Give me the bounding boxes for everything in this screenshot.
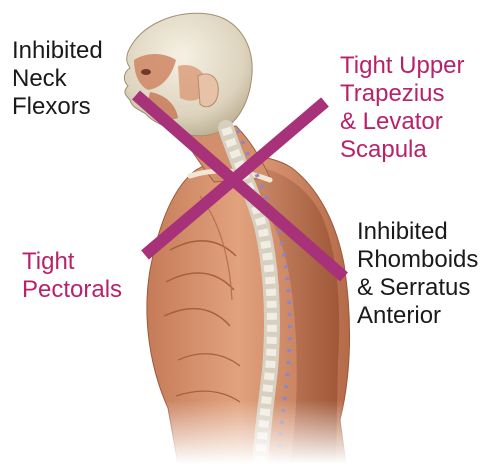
label-line: & Levator <box>340 108 465 136</box>
label-inhibited-neck-flexors: Inhibited Neck Flexors <box>12 37 103 121</box>
label-line: Inhibited <box>12 37 103 65</box>
label-line: Tight Upper <box>340 52 465 80</box>
label-line: Inhibited <box>357 218 478 246</box>
label-line: Rhomboids <box>357 246 478 274</box>
label-line: Trapezius <box>340 80 465 108</box>
label-tight-upper-trapezius: Tight Upper Trapezius & Levator Scapula <box>340 52 465 164</box>
label-tight-pectorals: Tight Pectorals <box>22 248 122 304</box>
label-inhibited-rhomboids: Inhibited Rhomboids & Serratus Anterior <box>357 218 478 330</box>
label-line: Neck <box>12 65 103 93</box>
label-line: & Serratus <box>357 274 478 302</box>
label-line: Tight <box>22 248 122 276</box>
label-line: Pectorals <box>22 276 122 304</box>
head <box>124 13 252 135</box>
label-line: Anterior <box>357 302 478 330</box>
label-line: Scapula <box>340 136 465 164</box>
label-line: Flexors <box>12 93 103 121</box>
